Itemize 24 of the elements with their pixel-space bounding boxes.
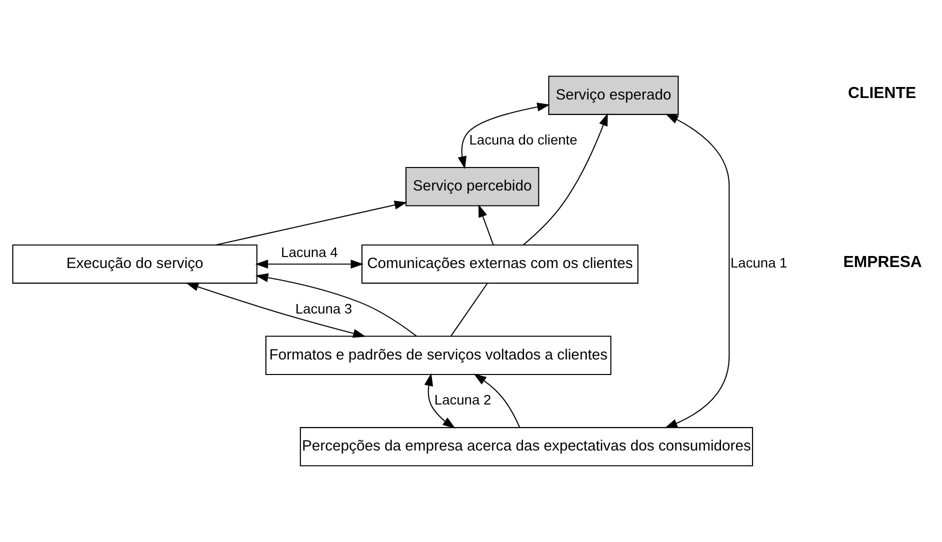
arrow bbox=[255, 273, 417, 337]
arrow bbox=[424, 373, 456, 428]
node-box: Serviço esperado bbox=[548, 76, 679, 115]
connector bbox=[450, 283, 488, 336]
node-box: Serviço percebido bbox=[405, 167, 540, 206]
arrow bbox=[478, 204, 494, 246]
arrow bbox=[216, 200, 408, 246]
node-box: Comunicações externas com os clientes bbox=[361, 244, 638, 284]
edge-label: Lacuna 3 bbox=[295, 301, 352, 316]
label: CLIENTE bbox=[848, 85, 916, 102]
edge-label: Lacuna 2 bbox=[434, 392, 492, 408]
arrow bbox=[255, 260, 364, 269]
node-box: Execução do serviço bbox=[12, 244, 258, 284]
node-box: Percepções da empresa acerca das expectativas dos consumidores bbox=[300, 427, 754, 466]
node-box: Formatos e padrões de serviços voltados a clientes bbox=[265, 336, 612, 375]
arrow bbox=[186, 282, 366, 338]
arrow bbox=[458, 102, 550, 169]
arrow bbox=[522, 113, 608, 246]
arrow bbox=[474, 374, 520, 428]
edge-label: Lacuna 1 bbox=[730, 256, 788, 271]
label: EMPRESA bbox=[843, 254, 922, 271]
edge-label: Lacuna do cliente bbox=[469, 132, 578, 148]
edge-label: Lacuna 4 bbox=[281, 245, 338, 260]
arrow bbox=[664, 114, 730, 428]
